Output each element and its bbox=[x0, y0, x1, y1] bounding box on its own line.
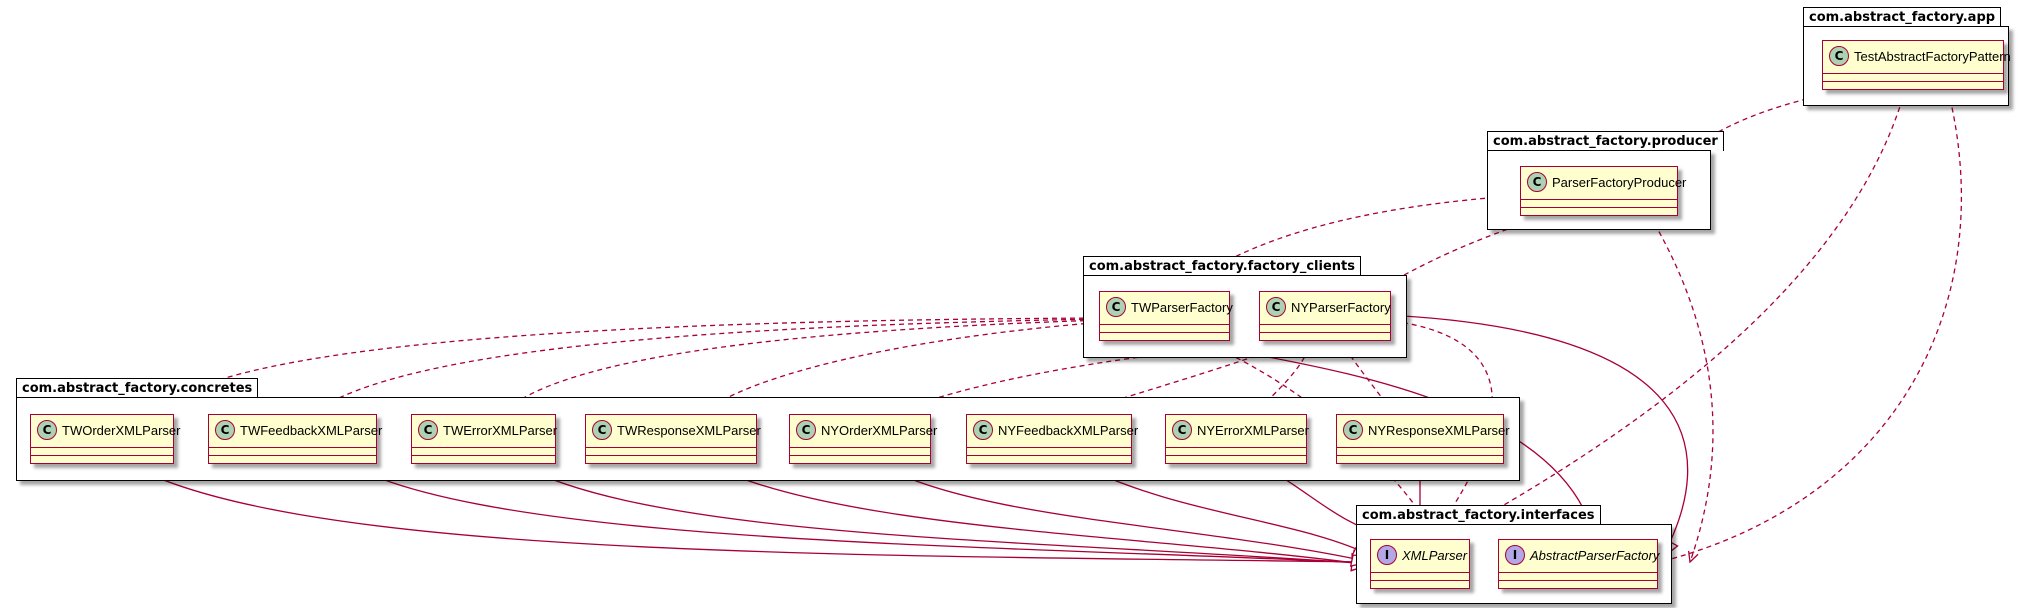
class-name: NYResponseXMLParser bbox=[1368, 422, 1510, 438]
class-ny-parser-factory[interactable]: C NYParserFactory bbox=[1259, 291, 1391, 341]
class-test-abstract-factory-pattern[interactable]: C TestAbstractFactoryPattern bbox=[1822, 40, 2011, 90]
class-icon: C bbox=[1172, 420, 1192, 440]
class-tw-error-xml-parser[interactable]: C TWErrorXMLParser bbox=[411, 414, 558, 464]
relation-realization-NYFeedbackXMLParser-to-XMLParser bbox=[1079, 464, 1372, 556]
relation-dependency-TestAbstractFactoryPattern-to-XMLParser bbox=[1440, 89, 1906, 541]
relation-realization-TWErrorXMLParser-to-XMLParser bbox=[519, 464, 1370, 564]
relation-realization-TWFeedbackXMLParser-to-XMLParser bbox=[349, 464, 1370, 563]
interface-abstract-parser-factory[interactable]: I AbstractParserFactory bbox=[1498, 539, 1660, 589]
relation-dependency-TestAbstractFactoryPattern-to-AbstractParserFactory bbox=[1660, 89, 1962, 562]
interface-xml-parser[interactable]: I XMLParser bbox=[1370, 539, 1470, 589]
relation-dependency-TWParserFactory-to-TWResponseXMLParser bbox=[700, 321, 1105, 415]
class-ny-order-xml-parser[interactable]: C NYOrderXMLParser bbox=[789, 414, 937, 464]
interface-icon: I bbox=[1505, 545, 1525, 565]
interface-icon: I bbox=[1377, 545, 1397, 565]
class-icon: C bbox=[973, 420, 993, 440]
class-ny-feedback-xml-parser[interactable]: C NYFeedbackXMLParser bbox=[966, 414, 1138, 464]
class-tw-feedback-xml-parser[interactable]: C TWFeedbackXMLParser bbox=[208, 414, 382, 464]
class-name: TWParserFactory bbox=[1131, 299, 1233, 315]
relation-realization-TWOrderXMLParser-to-XMLParser bbox=[129, 464, 1370, 562]
class-tw-parser-factory[interactable]: C TWParserFactory bbox=[1099, 291, 1233, 341]
relation-realization-NYOrderXMLParser-to-XMLParser bbox=[879, 464, 1370, 562]
class-name: TWResponseXMLParser bbox=[617, 422, 761, 438]
relation-realization-TWResponseXMLParser-to-XMLParser bbox=[709, 464, 1370, 565]
package-tab-interfaces: com.abstract_factory.interfaces bbox=[1356, 505, 1601, 525]
class-icon: C bbox=[1266, 297, 1286, 317]
class-parser-factory-producer[interactable]: C ParserFactoryProducer bbox=[1520, 166, 1686, 216]
package-tab-app: com.abstract_factory.app bbox=[1803, 7, 2002, 27]
class-icon: C bbox=[796, 420, 816, 440]
class-icon: C bbox=[37, 420, 57, 440]
class-tw-order-xml-parser[interactable]: C TWOrderXMLParser bbox=[30, 414, 180, 464]
class-name: NYParserFactory bbox=[1291, 299, 1391, 315]
class-name: TWOrderXMLParser bbox=[62, 422, 181, 438]
class-name: TWFeedbackXMLParser bbox=[240, 422, 383, 438]
class-icon: C bbox=[1829, 46, 1849, 66]
class-icon: C bbox=[1343, 420, 1363, 440]
class-icon: C bbox=[592, 420, 612, 440]
class-name: NYFeedbackXMLParser bbox=[998, 422, 1139, 438]
relation-dependency-TestAbstractFactoryPattern-to-ParserFactoryProducer bbox=[1668, 89, 1843, 168]
class-name: TestAbstractFactoryPattern bbox=[1854, 48, 2011, 64]
class-icon: C bbox=[1527, 172, 1547, 192]
relation-dependency-TWParserFactory-to-TWFeedbackXMLParser bbox=[310, 318, 1103, 415]
class-ny-response-xml-parser[interactable]: C NYResponseXMLParser bbox=[1336, 414, 1510, 464]
class-tw-response-xml-parser[interactable]: C TWResponseXMLParser bbox=[585, 414, 761, 464]
package-tab-producer: com.abstract_factory.producer bbox=[1487, 131, 1724, 151]
class-name: ParserFactoryProducer bbox=[1552, 174, 1687, 190]
relation-dependency-ParserFactoryProducer-to-AbstractParserFactory bbox=[1649, 215, 1714, 562]
class-ny-error-xml-parser[interactable]: C NYErrorXMLParser bbox=[1165, 414, 1309, 464]
class-icon: C bbox=[215, 420, 235, 440]
interface-name: AbstractParserFactory bbox=[1530, 547, 1660, 563]
package-tab-factory-clients: com.abstract_factory.factory_clients bbox=[1083, 256, 1361, 276]
package-tab-concretes: com.abstract_factory.concretes bbox=[16, 378, 259, 398]
class-name: NYErrorXMLParser bbox=[1197, 422, 1309, 438]
class-icon: C bbox=[418, 420, 438, 440]
relation-realization-NYParserFactory-to-AbstractParserFactory bbox=[1384, 314, 1689, 558]
class-icon: C bbox=[1106, 297, 1126, 317]
class-name: NYOrderXMLParser bbox=[821, 422, 938, 438]
class-name: TWErrorXMLParser bbox=[443, 422, 558, 438]
interface-name: XMLParser bbox=[1402, 547, 1468, 563]
